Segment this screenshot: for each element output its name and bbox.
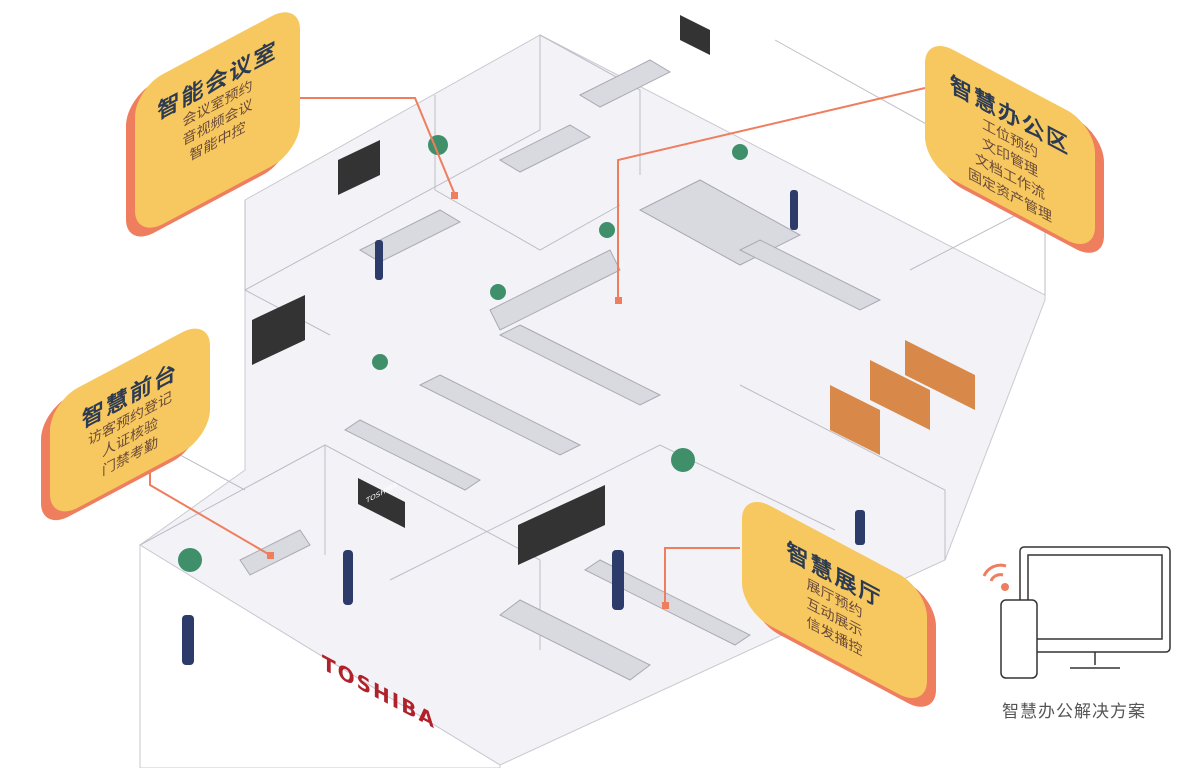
- people: [182, 190, 865, 665]
- front-wall: [139, 544, 501, 768]
- storage-shelves: [830, 340, 975, 455]
- solution-label: 智慧办公解决方案: [1002, 702, 1146, 722]
- wall-screens: [252, 15, 710, 565]
- monitor-phone-icon: [1000, 546, 1171, 679]
- desks: [239, 59, 882, 681]
- walls: [139, 34, 1046, 650]
- plants: [178, 135, 748, 572]
- wifi-icon: [982, 563, 1009, 591]
